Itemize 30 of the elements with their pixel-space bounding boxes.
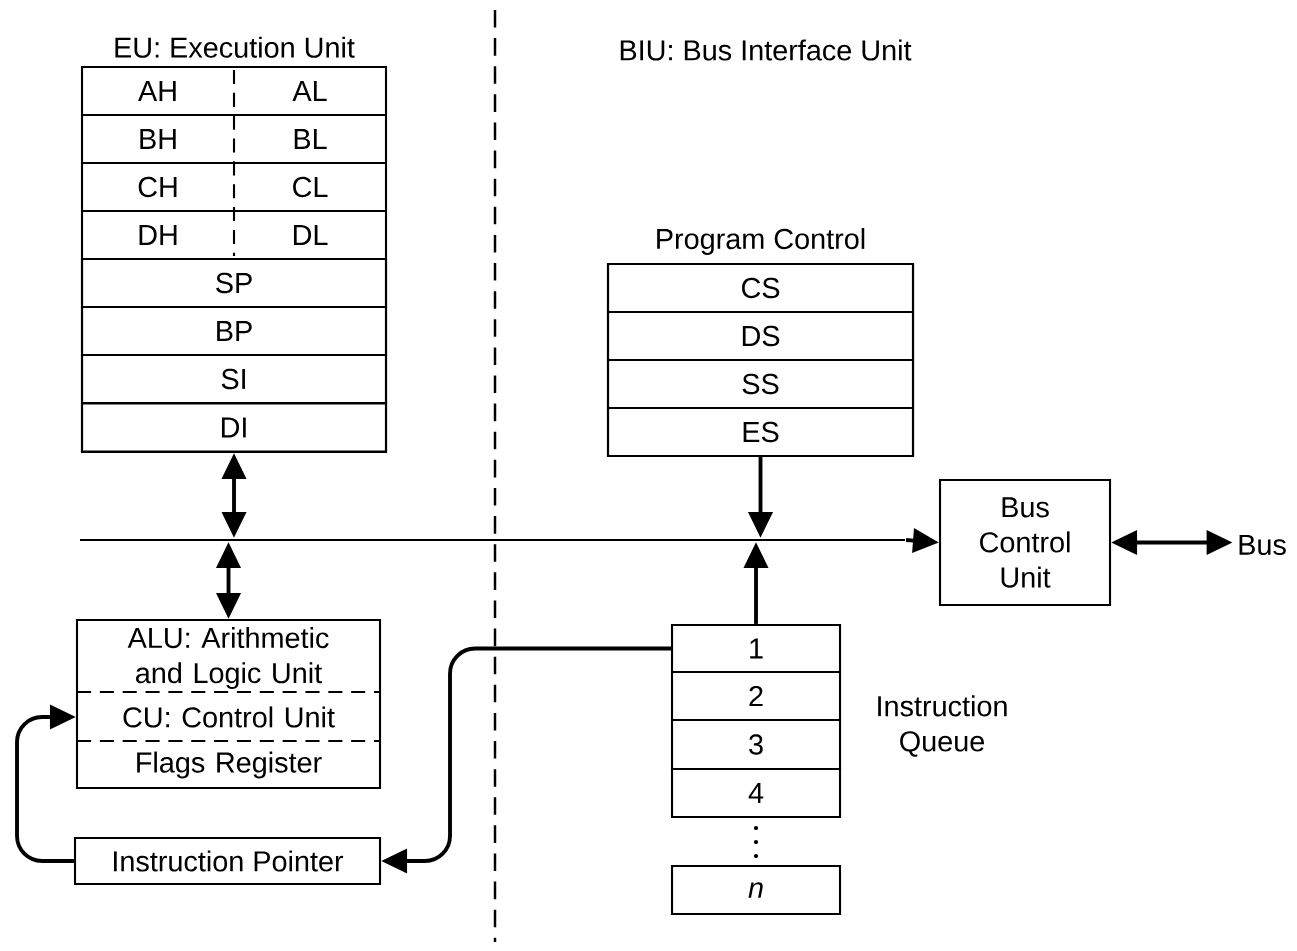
register-cell: DL — [293, 225, 328, 245]
control-unit-box: Bus Control Unit — [938, 478, 1112, 607]
alu-box: ALU: Arithmetic and Logic Unit CU: Control Unit Flags Register — [75, 618, 382, 790]
node-label: EU: Execution Unit — [115, 36, 355, 58]
register-cell: CS — [606, 262, 915, 314]
unit-title: BIU: Bus Interface Unit — [620, 39, 912, 61]
register-cell: DS — [606, 310, 915, 362]
queue-label: Instruction Queue — [878, 695, 1007, 757]
bus-label: Bus — [1239, 534, 1286, 556]
register-cell: BP — [80, 305, 388, 357]
register-cell: DH — [139, 225, 177, 245]
register-cell: CH — [138, 176, 177, 198]
register-cell: AL — [292, 81, 327, 101]
register-cell: AH — [138, 81, 176, 101]
pointer-box: Instruction Pointer — [73, 836, 382, 886]
register-cell: DI — [80, 402, 388, 453]
queue-cell: 1 — [670, 623, 842, 674]
bus-line — [80, 538, 905, 542]
register-cell: SP — [80, 257, 388, 309]
queue-cell: 3 — [670, 718, 842, 771]
queue-cell: 2 — [670, 670, 842, 722]
register-cell: BL — [294, 129, 327, 149]
queue-cell: 4 — [670, 767, 842, 819]
register-cell: SI — [80, 353, 388, 405]
register-cell: SS — [606, 358, 915, 410]
register-cell: BH — [140, 129, 176, 149]
node-label: Program Control — [657, 227, 865, 255]
queue-cell: n — [670, 864, 842, 916]
register-cell: ES — [606, 406, 915, 458]
register-cell: CL — [293, 176, 328, 198]
